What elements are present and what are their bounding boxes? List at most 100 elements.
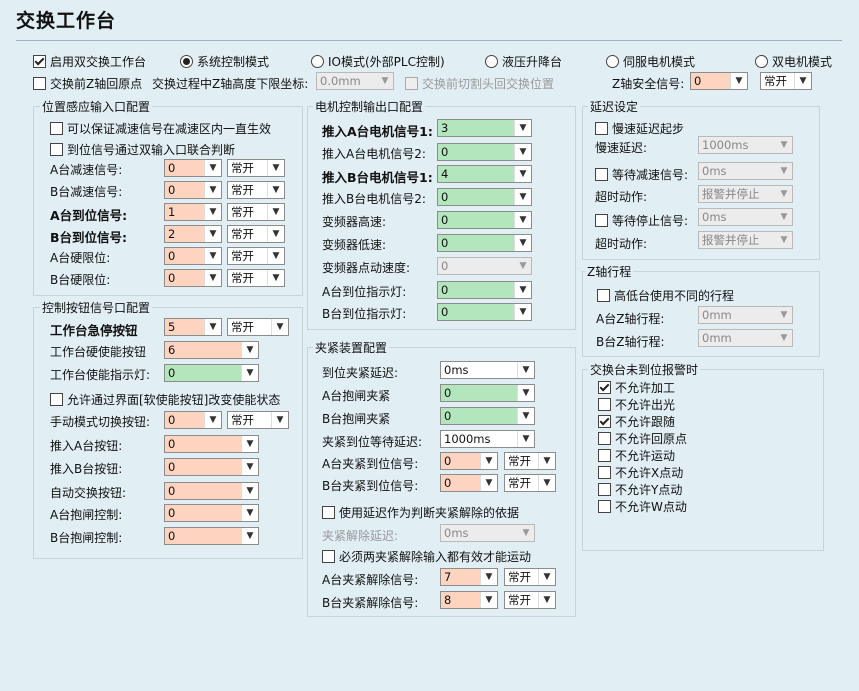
checkbox-box — [595, 214, 608, 227]
b-release-signal-select[interactable]: 8▼ — [440, 591, 498, 609]
combo-value: 0ms — [444, 526, 469, 540]
alarm-no-follow-checkbox[interactable]: 不允许跟随 — [598, 413, 675, 430]
wait-stop-checkbox[interactable]: 等待停止信号: — [595, 212, 688, 229]
wait-decel-checkbox[interactable]: 等待减速信号: — [595, 166, 688, 183]
a-clamp-signal-mode-select[interactable]: 常开▼ — [504, 452, 556, 470]
hw-enable-select[interactable]: 6▼ — [164, 341, 259, 359]
cut-back-checkbox[interactable]: 交换前切割头回交换位置 — [405, 75, 554, 92]
timeout-action-2-select[interactable]: 报警并停止▼ — [698, 231, 793, 249]
push-b-button-select[interactable]: 0▼ — [164, 458, 259, 476]
a-arrive-lamp-select[interactable]: 0▼ — [437, 281, 532, 299]
z-safety-select[interactable]: 0 ▼ — [690, 72, 748, 90]
chevron-down-icon: ▼ — [267, 226, 284, 242]
slow-start-checkbox[interactable]: 慢速延迟起步 — [595, 120, 684, 137]
b-release-signal-mode-select[interactable]: 常开▼ — [504, 591, 556, 609]
radio-label: 伺服电机模式 — [623, 55, 696, 69]
alarm-no-laser-checkbox[interactable]: 不允许出光 — [598, 396, 675, 413]
alarm-no-y-jog-checkbox[interactable]: 不允许Y点动 — [598, 481, 682, 498]
alarm-no-home-checkbox[interactable]: 不允许回原点 — [598, 430, 687, 447]
clamp-wait-select[interactable]: 1000ms▼ — [440, 430, 535, 448]
enable-lamp-select[interactable]: 0▼ — [164, 364, 259, 382]
chevron-down-icon: ▼ — [775, 209, 792, 225]
slow-delay-select[interactable]: 1000ms▼ — [698, 136, 793, 154]
clamp-delay-select[interactable]: 0ms▼ — [440, 361, 535, 379]
push-a-motor-1-select[interactable]: 3▼ — [437, 119, 532, 137]
mode-radio-servo[interactable]: 伺服电机模式 — [606, 53, 695, 70]
push-b-motor-2-select[interactable]: 0▼ — [437, 188, 532, 206]
a-hard-limit-mode-select[interactable]: 常开▼ — [227, 247, 285, 265]
b-decel-select[interactable]: 0▼ — [164, 181, 222, 199]
a-hard-limit-select[interactable]: 0▼ — [164, 247, 222, 265]
combo-value: 报警并停止 — [702, 233, 760, 247]
a-brake-clamp-select[interactable]: 0▼ — [440, 384, 535, 402]
z-lower-limit-select[interactable]: 0.0mm ▼ — [316, 72, 394, 90]
z-safety-label: Z轴安全信号: — [612, 77, 685, 91]
b-hard-limit-select[interactable]: 0▼ — [164, 269, 222, 287]
inverter-jog-select[interactable]: 0▼ — [437, 257, 532, 275]
alarm-no-x-jog-checkbox[interactable]: 不允许X点动 — [598, 464, 683, 481]
a-release-signal-mode-select[interactable]: 常开▼ — [504, 568, 556, 586]
a-z-travel-select[interactable]: 0mm▼ — [698, 306, 793, 324]
chevron-down-icon: ▼ — [241, 483, 258, 499]
chevron-down-icon: ▼ — [775, 186, 792, 202]
b-decel-mode-select[interactable]: 常开▼ — [227, 181, 285, 199]
b-clamp-signal-select[interactable]: 0▼ — [440, 474, 498, 492]
b-arrive-lamp-select[interactable]: 0▼ — [437, 303, 532, 321]
checkbox-label: 不允许Y点动 — [615, 483, 683, 497]
a-brake-ctrl-select[interactable]: 0▼ — [164, 504, 259, 522]
delay-title: 延迟设定 — [588, 98, 641, 115]
mode-radio-system[interactable]: 系统控制模式 — [180, 53, 269, 70]
b-clamp-signal-mode-select[interactable]: 常开▼ — [504, 474, 556, 492]
wait-decel-select[interactable]: 0ms▼ — [698, 162, 793, 180]
use-delay-release-checkbox[interactable]: 使用延迟作为判断夹紧解除的依据 — [322, 504, 519, 521]
a-arrive-select[interactable]: 1▼ — [164, 203, 222, 221]
mode-radio-io[interactable]: IO模式(外部PLC控制) — [311, 53, 445, 70]
alarm-no-w-jog-checkbox[interactable]: 不允许W点动 — [598, 498, 687, 515]
a-decel-mode-select[interactable]: 常开▼ — [227, 159, 285, 177]
checkbox-label: 高低台使用不同的行程 — [614, 289, 735, 303]
b-hard-limit-mode-select[interactable]: 常开▼ — [227, 269, 285, 287]
allow-soft-enable-checkbox[interactable]: 允许通过界面[软使能按钮]改变使能状态 — [50, 391, 280, 408]
mode-radio-dual-motor[interactable]: 双电机模式 — [755, 53, 832, 70]
decel-signal-hold-checkbox[interactable]: 可以保证减速信号在减速区内一直生效 — [50, 120, 271, 137]
inverter-low-select[interactable]: 0▼ — [437, 234, 532, 252]
manual-mode-select[interactable]: 0▼ — [164, 411, 222, 429]
alarm-no-move-checkbox[interactable]: 不允许运动 — [598, 447, 675, 464]
combo-value: 0ms — [444, 363, 469, 377]
chevron-down-icon: ▼ — [241, 342, 258, 358]
push-a-button-select[interactable]: 0▼ — [164, 435, 259, 453]
combo-value: 常开 — [231, 227, 254, 241]
push-a-motor-2-select[interactable]: 0▼ — [437, 143, 532, 161]
different-travel-checkbox[interactable]: 高低台使用不同的行程 — [597, 287, 734, 304]
z-safety-mode-select[interactable]: 常开 ▼ — [760, 72, 812, 90]
a-arrive-mode-select[interactable]: 常开▼ — [227, 203, 285, 221]
push-b-motor-1-select[interactable]: 4▼ — [437, 165, 532, 183]
dual-input-judge-checkbox[interactable]: 到位信号通过双输入口联合判断 — [50, 141, 235, 158]
chevron-down-icon: ▼ — [775, 163, 792, 179]
timeout-action-1-select[interactable]: 报警并停止▼ — [698, 185, 793, 203]
chevron-down-icon: ▼ — [794, 73, 811, 89]
b-z-travel-select[interactable]: 0mm▼ — [698, 329, 793, 347]
manual-mode-type-select[interactable]: 常开▼ — [227, 411, 289, 429]
both-release-required-checkbox[interactable]: 必须两夹紧解除输入都有效才能运动 — [322, 548, 531, 565]
mode-radio-hydraulic[interactable]: 液压升降台 — [485, 53, 562, 70]
a-clamp-signal-select[interactable]: 0▼ — [440, 452, 498, 470]
wait-stop-select[interactable]: 0ms▼ — [698, 208, 793, 226]
estop-mode-select[interactable]: 常开▼ — [227, 318, 289, 336]
b-brake-ctrl-select[interactable]: 0▼ — [164, 527, 259, 545]
push-b-motor-1-label: 推入B台电机信号1: — [322, 170, 433, 185]
release-delay-select[interactable]: 0ms▼ — [440, 524, 535, 542]
auto-exchange-select[interactable]: 0▼ — [164, 482, 259, 500]
b-arrive-select[interactable]: 2▼ — [164, 225, 222, 243]
a-release-signal-select[interactable]: 7▼ — [440, 568, 498, 586]
ctrl-button-title: 控制按钮信号口配置 — [40, 299, 153, 316]
z-home-before-checkbox[interactable]: 交换前Z轴回原点 — [33, 75, 142, 92]
b-hard-limit-label: B台硬限位: — [50, 273, 111, 287]
a-decel-select[interactable]: 0▼ — [164, 159, 222, 177]
b-arrive-mode-select[interactable]: 常开 ▼ — [227, 225, 285, 243]
alarm-no-process-checkbox[interactable]: 不允许加工 — [598, 379, 675, 396]
b-brake-clamp-select[interactable]: 0▼ — [440, 407, 535, 425]
estop-select[interactable]: 5▼ — [164, 318, 222, 336]
inverter-high-select[interactable]: 0▼ — [437, 211, 532, 229]
enable-dual-table-checkbox[interactable]: 启用双交换工作台 — [33, 53, 146, 70]
